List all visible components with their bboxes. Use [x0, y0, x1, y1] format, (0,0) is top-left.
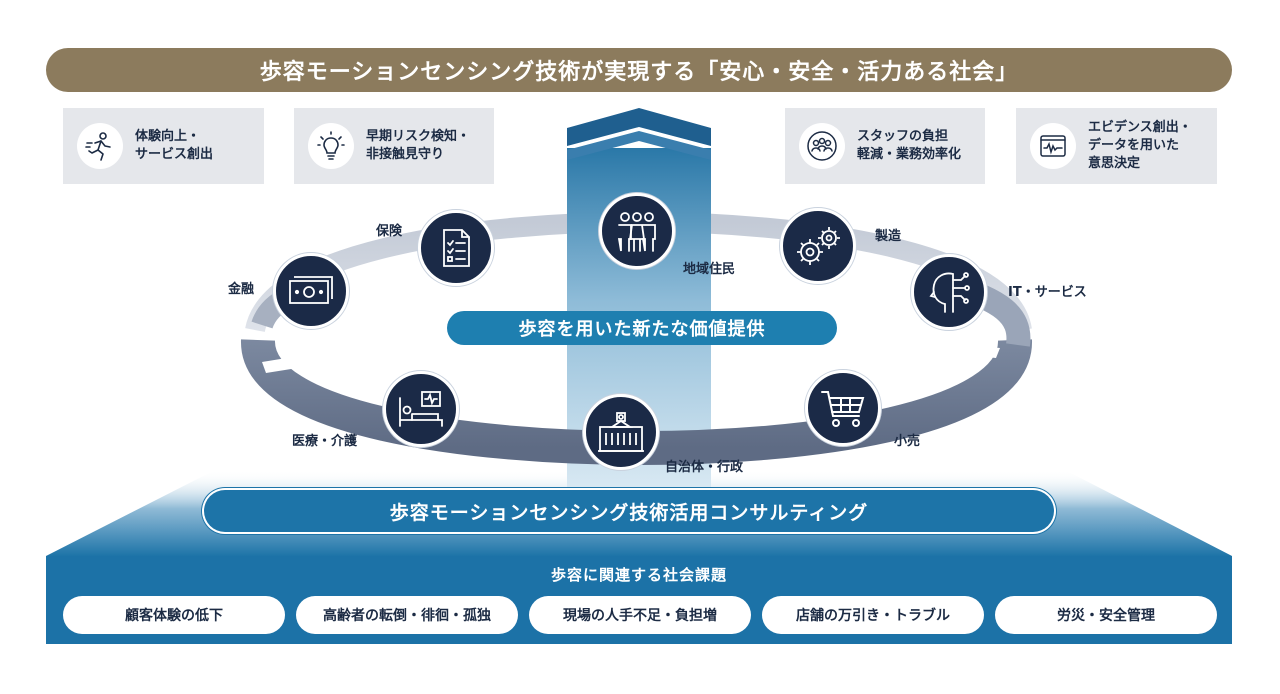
insurance-label: 保険: [376, 224, 403, 239]
shopping-cart-icon: [821, 391, 865, 427]
benefit-text-experience: 体験向上・ サービス創出: [135, 129, 214, 162]
residents-node: [599, 193, 675, 269]
benefit-text-staff: スタッフの負担 軽減・業務効率化: [857, 129, 962, 162]
government-label: 自治体・行政: [665, 460, 744, 475]
consulting-label: 歩容モーションセンシング技術活用コンサルティング: [389, 501, 869, 524]
people-group-icon: [617, 212, 656, 252]
finance-node: [273, 253, 349, 329]
banknote-icon: [289, 276, 333, 304]
social-issues-panel: 歩容に関連する社会課題 顧客体験の低下 高齢者の転倒・徘徊・孤独 現場の人手不足…: [46, 556, 1232, 644]
consulting-pill: 歩容モーションセンシング技術活用コンサルティング: [204, 490, 1054, 532]
issue-item: 高齢者の転倒・徘徊・孤独: [296, 596, 518, 634]
issue-item: 店舗の万引き・トラブル: [762, 596, 984, 634]
lightbulb-icon: [308, 123, 354, 169]
government-node: [583, 394, 659, 470]
benefit-text-evidence: エビデンス創出・ データを用いた 意思決定: [1088, 120, 1192, 171]
staff-group-icon: [799, 123, 845, 169]
issue-item: 顧客体験の低下: [63, 596, 285, 634]
benefit-box-evidence: エビデンス創出・ データを用いた 意思決定: [1016, 108, 1217, 184]
it-services-node: [911, 254, 987, 330]
gears-icon: [797, 227, 840, 265]
social-issues-title: 歩容に関連する社会課題: [550, 566, 727, 584]
top-banner: 歩容モーションセンシング技術が実現する「安心・安全・活力ある社会」: [46, 48, 1232, 92]
insurance-node: [418, 210, 494, 286]
manufacturing-node: [780, 208, 856, 284]
benefit-box-experience: 体験向上・ サービス創出: [63, 108, 264, 184]
arrow-head-second: [567, 131, 711, 160]
finance-label: 金融: [228, 282, 255, 297]
document-checklist-icon: [443, 229, 470, 267]
it-services-label: IT・サービス: [1008, 285, 1087, 300]
medical-node: [383, 371, 459, 447]
top-banner-title: 歩容モーションセンシング技術が実現する「安心・安全・活力ある社会」: [259, 60, 1019, 85]
data-analytics-icon: [1030, 123, 1076, 169]
ai-head-icon: [929, 272, 970, 313]
city-hall-icon: [598, 412, 644, 452]
hospital-bed-icon: [399, 391, 443, 427]
issue-item: 現場の人手不足・負担増: [529, 596, 751, 634]
center-value-label: 歩容を用いた新たな価値提供: [518, 319, 766, 340]
benefit-box-staff: スタッフの負担 軽減・業務効率化: [785, 108, 985, 184]
medical-label: 医療・介護: [292, 434, 358, 449]
manufacturing-label: 製造: [875, 229, 902, 244]
benefit-text-risk: 早期リスク検知・ 非接触見守り: [366, 129, 471, 162]
issue-item: 労災・安全管理: [995, 596, 1217, 634]
benefit-box-risk: 早期リスク検知・ 非接触見守り: [294, 108, 494, 184]
center-value-pill: 歩容を用いた新たな価値提供: [447, 311, 837, 345]
running-person-icon: [77, 123, 123, 169]
arrow-head-top: [567, 108, 711, 146]
residents-label: 地域住民: [683, 262, 736, 277]
retail-node: [805, 370, 881, 446]
retail-label: 小売: [894, 434, 921, 449]
